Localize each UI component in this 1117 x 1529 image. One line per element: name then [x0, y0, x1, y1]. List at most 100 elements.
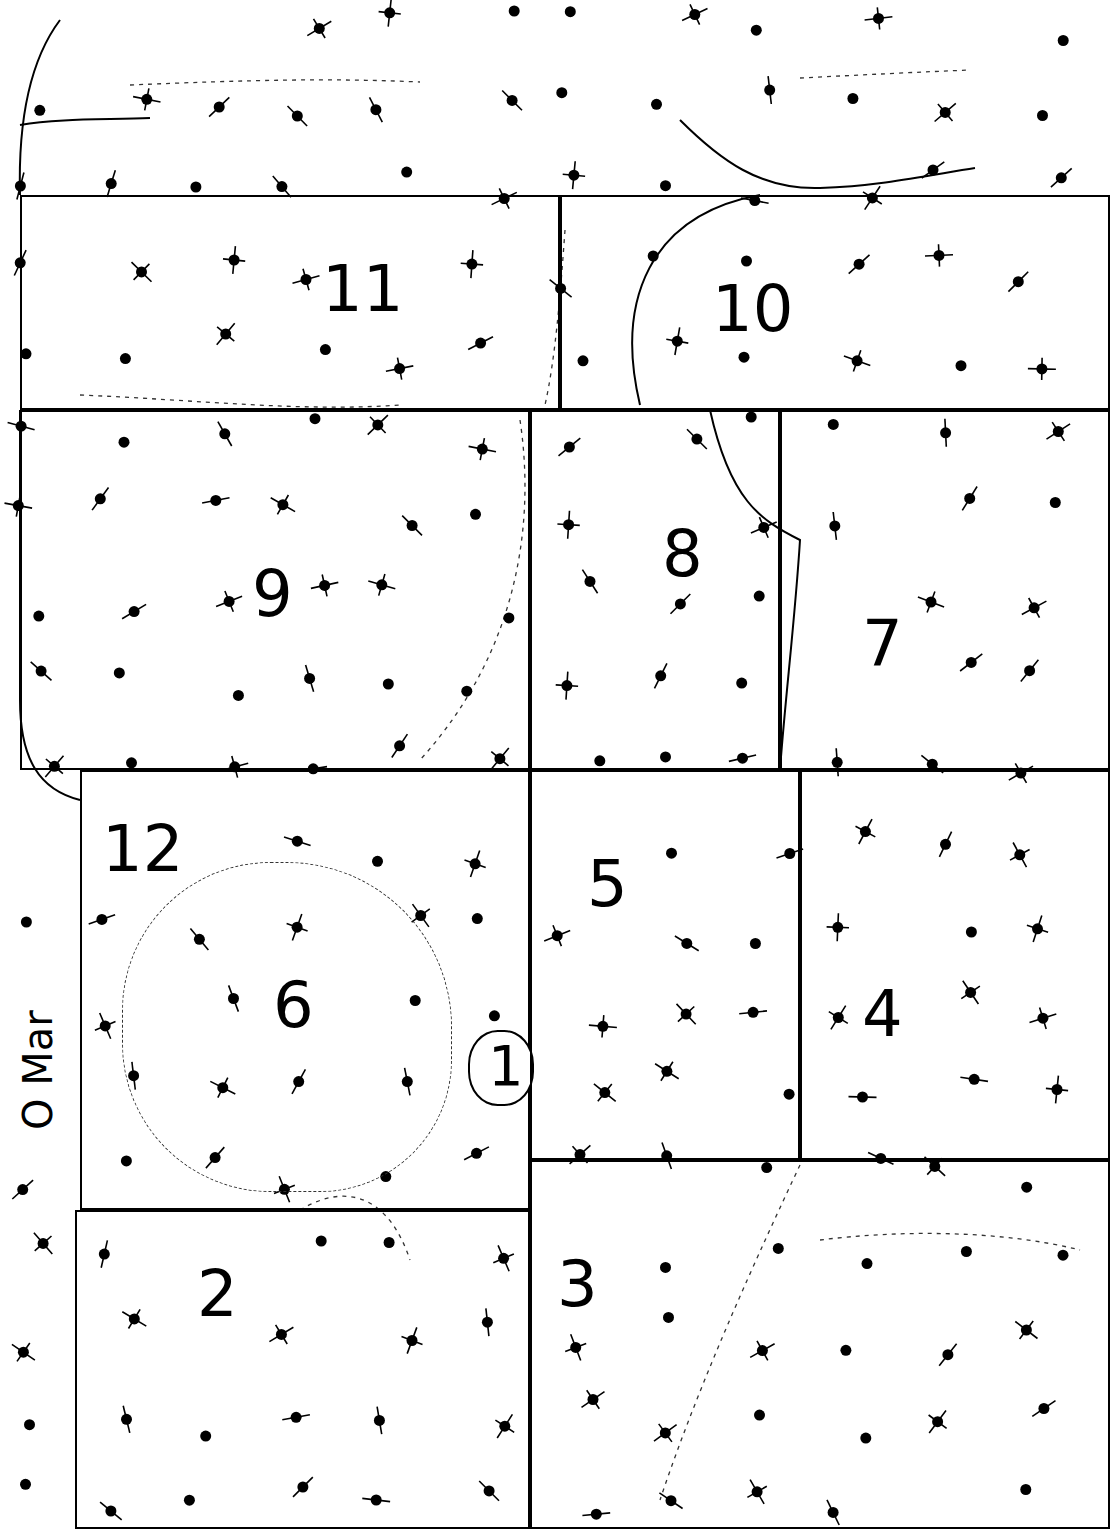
tree-tick [565, 1334, 586, 1360]
tree-dot [34, 105, 45, 116]
tree-tick [682, 4, 707, 24]
dashed-lines [80, 70, 1080, 1500]
tree-tick [662, 1143, 671, 1169]
tree-mark [677, 1004, 696, 1024]
tree-mark [392, 734, 408, 757]
tree-tick [293, 1477, 313, 1497]
tree-mark [368, 574, 395, 596]
tree-tick [107, 170, 115, 197]
tree-mark [310, 413, 321, 424]
tree-mark [472, 913, 483, 924]
tree-mark [122, 1309, 146, 1328]
tree-tick [92, 488, 108, 511]
tree-mark [33, 611, 44, 622]
tree-tick [829, 1006, 848, 1030]
tree-dot [739, 352, 750, 363]
tree-mark [503, 612, 514, 623]
tree-mark [847, 93, 858, 104]
tree-mark [863, 186, 882, 209]
tree-mark [764, 76, 775, 104]
tree-mark [1020, 1484, 1031, 1495]
tree-tick [1051, 168, 1072, 187]
tree-mark [557, 511, 579, 539]
tree-tick [284, 837, 311, 846]
tree-tick [292, 1069, 305, 1094]
tree-mark [651, 99, 662, 110]
dashed-line [420, 420, 525, 760]
tree-tick [1046, 1076, 1068, 1104]
tree-mark [929, 1411, 947, 1433]
region-number: 3 [557, 1252, 598, 1316]
tree-dot [761, 1162, 772, 1173]
tree-mark [370, 97, 383, 122]
tree-tick [844, 350, 870, 371]
tree-mark [293, 269, 320, 291]
tree-mark [1046, 1076, 1068, 1104]
map-region: 11 [20, 195, 560, 410]
tree-mark [509, 6, 520, 17]
tree-mark [218, 422, 232, 446]
tree-mark [675, 936, 699, 951]
tree-mark [565, 1334, 586, 1360]
tree-mark [383, 679, 394, 690]
tree-dot [316, 1236, 327, 1247]
tree-tick [768, 76, 771, 104]
tree-tick [461, 250, 483, 278]
tree-tick [362, 1498, 390, 1501]
tree-tick [922, 162, 945, 178]
tree-mark [544, 925, 570, 946]
tree-mark [747, 1480, 766, 1504]
tree-mark [559, 438, 581, 456]
boundary-line [20, 118, 150, 125]
tree-dot [33, 611, 44, 622]
tree-tick [582, 570, 597, 594]
tree-tick [31, 662, 52, 681]
tree-mark [491, 748, 509, 770]
tree-mark [293, 1477, 313, 1497]
tree-tick [582, 1513, 610, 1516]
tree-tick [929, 1411, 947, 1433]
marked-oval: 1 [468, 1030, 534, 1106]
tree-mark [784, 1089, 795, 1100]
tree-mark [750, 1341, 774, 1361]
tree-dot [320, 344, 331, 355]
tree-dot [746, 412, 757, 423]
tree-tick [206, 1147, 224, 1168]
tree-tick [123, 1406, 130, 1433]
tree-tick [687, 429, 707, 449]
tree-tick [386, 358, 413, 380]
tree-mark [202, 495, 229, 506]
tree-tick [544, 925, 570, 946]
tree-mark [1022, 598, 1047, 618]
tree-tick [1015, 1321, 1037, 1339]
tree-mark [960, 1074, 988, 1085]
tree-dot [840, 1345, 851, 1356]
tree-tick [1022, 598, 1047, 618]
tree-tick [368, 415, 388, 434]
tree-tick [833, 512, 836, 540]
tree-dot [750, 938, 761, 949]
tree-mark [1032, 1401, 1055, 1417]
tree-mark [100, 1502, 122, 1520]
tree-mark [465, 851, 486, 877]
tree-dot [20, 1479, 31, 1490]
tree-tick [582, 1390, 605, 1408]
tree-tick [960, 654, 982, 671]
tree-tick [1008, 272, 1028, 292]
tree-mark [223, 246, 245, 274]
tree-mark [133, 88, 160, 110]
tree-tick [271, 495, 295, 514]
tree-mark [221, 756, 248, 778]
tree-tick [502, 91, 522, 111]
tree-mark [384, 1237, 395, 1248]
tree-mark [495, 1414, 514, 1438]
dashed-line [820, 1233, 1080, 1250]
tree-mark [660, 751, 671, 762]
tree-dot [401, 167, 412, 178]
tree-mark [856, 819, 876, 844]
tree-mark [660, 180, 671, 191]
tree-dot [565, 6, 576, 17]
region-number: 11 [322, 257, 403, 321]
region-number: 9 [252, 562, 293, 626]
tree-tick [589, 1015, 617, 1037]
